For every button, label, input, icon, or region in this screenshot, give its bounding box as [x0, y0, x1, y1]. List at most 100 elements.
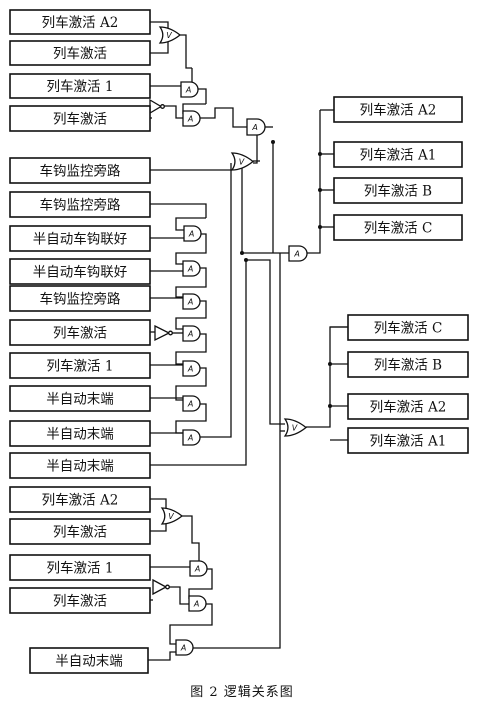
wire-a2-bottom: [150, 498, 167, 511]
box-activate-a2-top-label: 列车激活 A2: [42, 14, 119, 31]
and-gate-6-body: [182, 260, 201, 277]
or-gate-1: V: [158, 26, 182, 44]
junction-dot-8: [240, 251, 244, 255]
junction-dot-4: [328, 362, 332, 366]
wire-and1-out: [198, 88, 207, 104]
box-activate-bottom-1-label: 列车激活: [53, 524, 107, 541]
not-gate-3-body: [152, 578, 168, 596]
wire-and6-out: [175, 267, 207, 298]
and-gate-13-symbol: A: [193, 600, 199, 609]
wire-or1-out: [180, 34, 192, 69]
and-gate-2-symbol: A: [187, 115, 193, 124]
or-gate-4-symbol: V: [168, 512, 174, 521]
or-gate-3-symbol: V: [292, 424, 298, 433]
box-activate-a2-bottom-border: [9, 486, 151, 513]
or-gate-3: V: [283, 418, 308, 437]
wire-and5-out: [175, 233, 207, 265]
wire-and13-out: [169, 603, 213, 645]
box-activate-a2-top-border: [9, 9, 151, 35]
junction-dot-7: [244, 258, 248, 262]
box-activate-mid-label: 列车激活: [53, 325, 107, 342]
box-activate-bottom-1-border: [9, 518, 151, 545]
box-out-activate-a2: 列车激活 A2: [333, 96, 463, 123]
and-gate-11-body: [182, 429, 201, 446]
box-out-activate-a2-label: 列车激活 A2: [360, 102, 437, 119]
and-gate-7-symbol: A: [187, 298, 193, 307]
box-out2-activate-a2: 列车激活 A2: [347, 393, 469, 420]
and-gate-12: A: [189, 560, 208, 577]
and-gate-5-symbol: A: [188, 230, 194, 239]
and-gate-14-symbol: A: [180, 644, 186, 653]
box-activate-top-2-border: [9, 105, 151, 132]
wires: [148, 21, 348, 661]
and-gate-4-symbol: A: [293, 250, 299, 259]
box-activate-1-bottom: 列车激活 1: [9, 554, 151, 581]
junction-dot-5: [328, 404, 332, 408]
or-gate-4: V: [160, 507, 184, 525]
wire-or4-out: [182, 515, 200, 561]
figure-caption: 图 2 逻辑关系图: [190, 685, 294, 700]
or-gate-1-body: [158, 26, 182, 44]
box-activate-bottom-2-label: 列车激活: [53, 593, 107, 610]
box-activate-top-2: 列车激活: [9, 105, 151, 132]
box-coupler-bypass-3-label: 车钩监控旁路: [40, 291, 121, 308]
box-semi-auto-coupled-1: 半自动车钩联好: [9, 225, 151, 252]
and-gate-1-symbol: A: [185, 86, 191, 95]
wire-semi-end-bottom: [148, 651, 176, 661]
and-gate-14: A: [175, 639, 194, 656]
box-coupler-bypass-2-border: [9, 191, 151, 218]
box-coupler-bypass-1-border: [9, 157, 151, 184]
wire-and2-out: [200, 107, 247, 128]
box-semi-auto-coupled-2: 半自动车钩联好: [9, 258, 151, 285]
wire-or2-out: [241, 162, 289, 254]
and-gate-4-body: [288, 245, 308, 262]
wire-and12-out: [188, 568, 213, 599]
box-semi-auto-end-2: 半自动末端: [9, 420, 151, 447]
box-out-activate-a2-border: [333, 96, 463, 123]
box-activate-bottom-2: 列车激活: [9, 587, 151, 614]
box-activate-1-mid-label: 列车激活 1: [47, 358, 114, 375]
box-activate-1-mid: 列车激活 1: [9, 352, 151, 379]
and-gate-11-symbol: A: [187, 434, 193, 443]
box-out2-activate-c: 列车激活 C: [347, 314, 469, 341]
box-out2-activate-c-border: [347, 314, 469, 341]
box-activate-a2-bottom-label: 列车激活 A2: [42, 492, 119, 509]
box-out-activate-c-border: [333, 214, 463, 241]
not-gate-1-body: [149, 98, 163, 115]
box-semi-auto-end-3-label: 半自动末端: [46, 459, 114, 475]
and-gate-12-symbol: A: [194, 565, 200, 574]
box-semi-auto-end-3-border: [9, 452, 151, 479]
box-semi-auto-end-1-label: 半自动末端: [46, 392, 114, 408]
box-semi-auto-coupled-1-border: [9, 225, 151, 252]
wire-and7-out: [175, 300, 207, 330]
and-gate-13-body: [188, 595, 207, 612]
wire-and8-out: [175, 333, 207, 365]
box-activate-1-top-label: 列车激活 1: [47, 78, 114, 95]
wire-not1-to-and2: [164, 105, 183, 119]
box-activate-bottom-1: 列车激活: [9, 518, 151, 545]
box-coupler-bypass-3: 车钩监控旁路: [9, 285, 151, 312]
or-gate-2: V: [230, 152, 255, 171]
or-gate-1-symbol: V: [166, 31, 172, 40]
box-semi-auto-end-2-border: [9, 420, 151, 447]
and-gate-12-body: [189, 560, 208, 577]
box-out-activate-b-border: [333, 177, 463, 204]
or-gate-2-body: [230, 152, 255, 171]
box-semi-auto-end-bottom-label: 半自动末端: [55, 654, 123, 670]
and-gate-10-body: [182, 395, 201, 412]
and-gate-4: A: [288, 245, 308, 262]
box-activate-top-2-label: 列车激活: [53, 111, 107, 128]
box-coupler-bypass-2: 车钩监控旁路: [9, 191, 151, 218]
and-gate-10: A: [182, 395, 201, 412]
box-activate-mid-border: [9, 319, 151, 346]
box-semi-auto-end-bottom: 半自动末端: [29, 647, 149, 674]
box-out-activate-c: 列车激活 C: [333, 214, 463, 241]
box-activate-1-top-border: [9, 73, 151, 99]
box-activate-a2-top: 列车激活 A2: [9, 9, 151, 35]
box-activate-bottom-2-border: [9, 587, 151, 614]
junction-dot-2: [318, 188, 322, 192]
and-gate-3: A: [246, 118, 266, 136]
or-gate-2-symbol: V: [239, 158, 245, 167]
and-gate-3-symbol: A: [251, 123, 257, 132]
